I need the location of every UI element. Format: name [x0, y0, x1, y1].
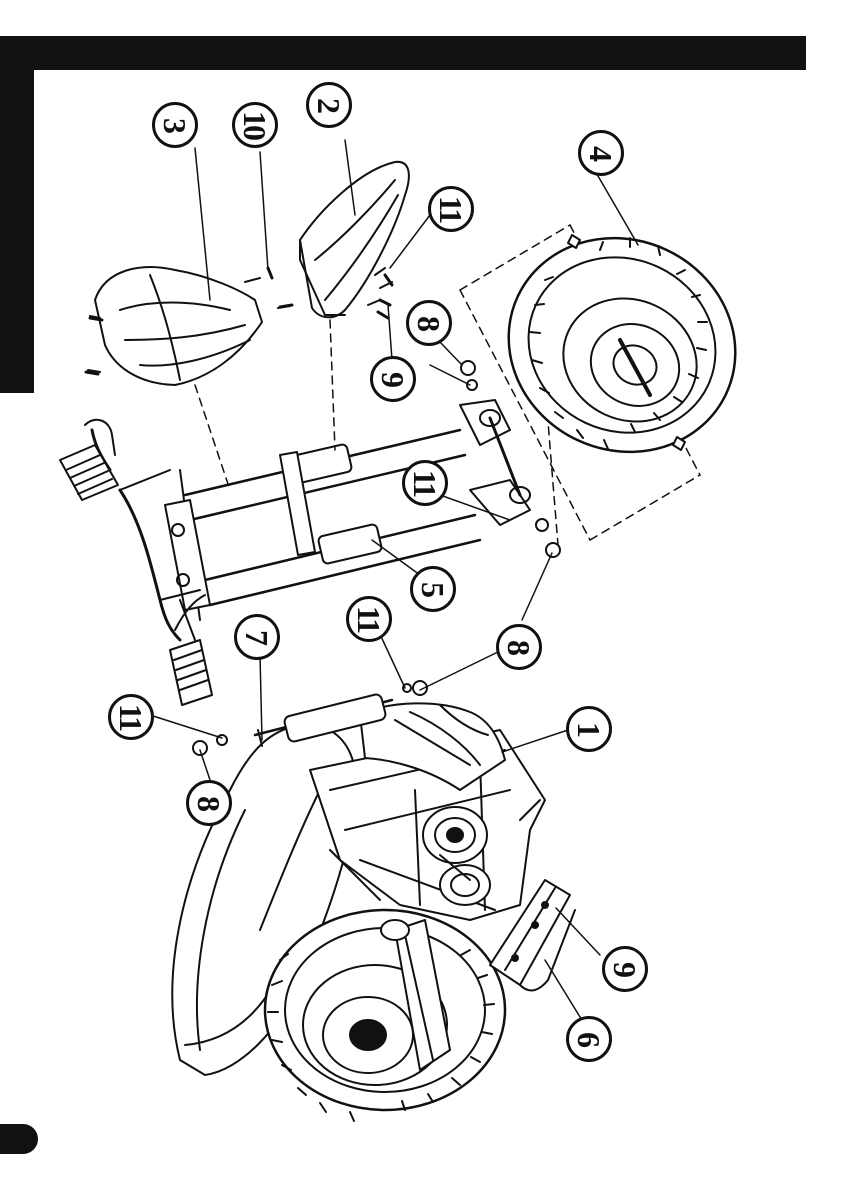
callout-3-label: 3 [159, 118, 191, 132]
callout-6-label: 6 [573, 1032, 605, 1046]
callout-9: 9 [602, 946, 648, 992]
callout-2-label: 2 [313, 98, 345, 112]
callout-8: 8 [406, 300, 452, 346]
callout-11: 11 [346, 596, 392, 642]
callout-11b-label: 11 [353, 606, 385, 632]
callout-8: 8 [186, 780, 232, 826]
callout-7-label: 7 [241, 630, 273, 644]
callout-9a-label: 9 [377, 372, 409, 386]
left-grip [170, 600, 212, 705]
right-grip [60, 420, 118, 500]
callout-10b-label: 11 [435, 196, 467, 222]
front-wheel [473, 201, 770, 489]
callout-5: 5 [410, 566, 456, 612]
callout-5-label: 5 [417, 582, 449, 596]
callout-2: 2 [306, 82, 352, 128]
callout-11a-label: 11 [409, 470, 441, 496]
callout-9: 9 [370, 356, 416, 402]
callout-8c-label: 8 [193, 796, 225, 810]
callout-8: 8 [496, 624, 542, 670]
callout-11: 11 [402, 460, 448, 506]
callout-3: 3 [152, 102, 198, 148]
callout-8b-label: 8 [503, 640, 535, 654]
rear-wheel [265, 910, 505, 1121]
callout-10-label: 10 [239, 111, 271, 139]
callout-6: 6 [566, 1016, 612, 1062]
callout-7: 7 [234, 614, 280, 660]
callout-10: 10 [232, 102, 278, 148]
callout-11c-label: 11 [115, 704, 147, 730]
callout-10: 11 [428, 186, 474, 232]
callout-1-label: 1 [573, 722, 605, 736]
callout-8a-label: 8 [413, 316, 445, 330]
callout-4-label: 4 [585, 146, 617, 160]
front-fork [165, 400, 530, 620]
front-cover [88, 267, 290, 385]
callout-9b-label: 9 [609, 962, 641, 976]
callout-1: 1 [566, 706, 612, 752]
callout-11: 11 [108, 694, 154, 740]
callout-4: 4 [578, 130, 624, 176]
front-fender [300, 162, 409, 317]
